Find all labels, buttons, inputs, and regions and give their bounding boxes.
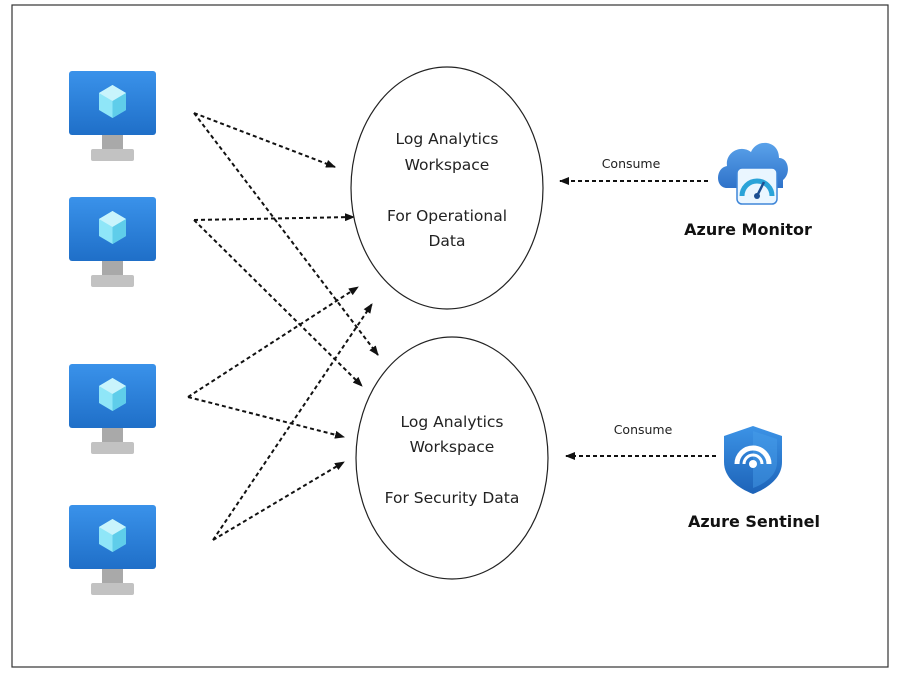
azure-sentinel-label: Azure Sentinel [688, 512, 820, 531]
virtual-machine-icon [69, 505, 156, 595]
arrow-vm1-to-security [193, 112, 379, 356]
operational-workspace-title-line1: Log Analytics [396, 130, 499, 148]
arrow-vm3-to-operational [187, 286, 359, 398]
arrow-vm2-to-operational [193, 213, 355, 222]
operational-workspace-purpose-line1: For Operational [387, 207, 507, 225]
arrow-vm4-to-security [212, 461, 345, 541]
azure-sentinel-icon [724, 426, 782, 494]
operational-workspace-title-line2: Workspace [405, 156, 490, 174]
azure-monitor-label: Azure Monitor [684, 220, 812, 239]
monitor-consume-label: Consume [602, 156, 661, 171]
arrow-vm2-to-security [193, 219, 363, 387]
virtual-machine-icon [69, 71, 156, 161]
operational-workspace-node [350, 66, 544, 310]
virtual-machine-icon [69, 197, 156, 287]
security-workspace-title-line2: Workspace [410, 438, 495, 456]
operational-workspace-purpose-line2: Data [428, 232, 465, 250]
security-workspace-purpose: For Security Data [385, 489, 520, 507]
security-workspace-node [355, 336, 549, 580]
virtual-machine-icon [69, 364, 156, 454]
arrow-vm4-to-operational [212, 303, 373, 541]
security-workspace-title-line1: Log Analytics [401, 413, 504, 431]
arrow-vm3-to-security [187, 396, 345, 439]
sentinel-consume-label: Consume [614, 422, 673, 437]
azure-monitor-icon [718, 142, 788, 205]
